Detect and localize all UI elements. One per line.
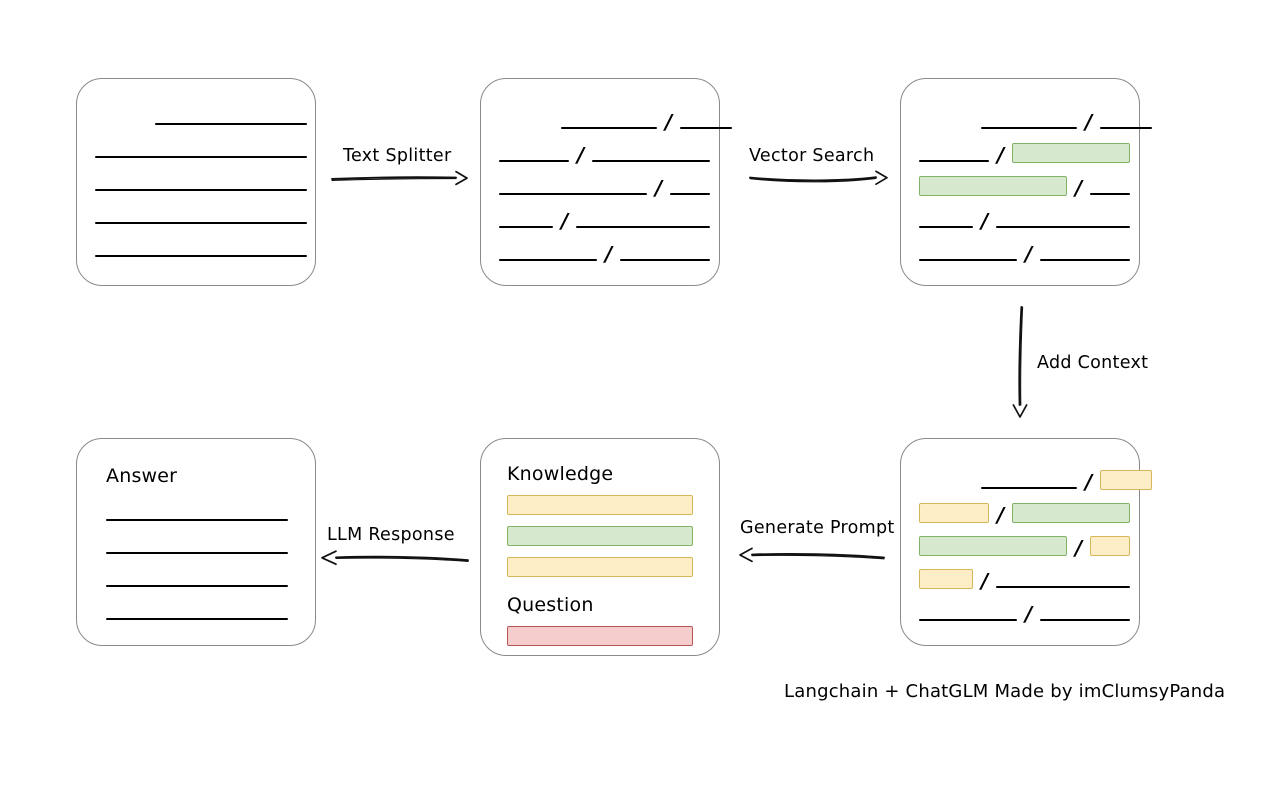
text-rule: [95, 189, 307, 192]
footer-credit: Langchain + ChatGLM Made by imClumsyPand…: [784, 681, 1226, 702]
highlight-chip-green[interactable]: [1012, 503, 1130, 523]
text-rule: [499, 259, 597, 262]
text-rule: [620, 259, 710, 262]
node-context-added-chunks[interactable]: / / / / /: [900, 438, 1152, 646]
chunk-separator-slash: /: [1075, 536, 1083, 560]
text-rule: [1100, 127, 1152, 130]
edge-label-add-context: Add Context: [1037, 353, 1149, 373]
text-rule: [106, 519, 288, 522]
edge-label-llm-response: LLM Response: [327, 525, 455, 545]
text-rule: [1040, 619, 1130, 622]
node-answer[interactable]: Answer: [76, 438, 316, 646]
chunk-separator-slash: /: [1085, 110, 1093, 134]
prompt-bar-yellow[interactable]: [507, 495, 693, 515]
chunk-separator-slash: /: [1025, 602, 1033, 626]
highlight-chip-yellow[interactable]: [919, 569, 973, 589]
text-rule: [106, 618, 288, 621]
text-rule: [1040, 259, 1130, 262]
prompt-bar-red[interactable]: [507, 626, 693, 646]
chunk-separator-slash: /: [665, 110, 673, 134]
arrow-add-context: [1012, 306, 1028, 418]
text-rule: [670, 193, 710, 196]
text-rule: [106, 585, 288, 588]
text-rule: [499, 193, 647, 196]
arrow-text-splitter: [331, 170, 468, 186]
text-rule: [981, 487, 1077, 490]
chunk-separator-slash: /: [1085, 470, 1093, 494]
chunk-separator-slash: /: [981, 569, 989, 593]
text-rule: [919, 619, 1017, 622]
chunk-separator-slash: /: [1075, 176, 1083, 200]
highlight-chip-green[interactable]: [919, 176, 1067, 196]
edge-label-text-splitter: Text Splitter: [343, 146, 452, 166]
node-source-document[interactable]: [76, 78, 316, 286]
chunk-separator-slash: /: [981, 209, 989, 233]
text-rule: [576, 226, 710, 229]
highlight-chip-yellow[interactable]: [919, 503, 989, 523]
highlight-chip-green[interactable]: [1012, 143, 1130, 163]
arrow-vector-search: [749, 170, 888, 186]
highlight-chip-yellow[interactable]: [1090, 536, 1130, 556]
text-rule: [95, 156, 307, 159]
text-rule: [680, 127, 732, 130]
prompt-bar-green[interactable]: [507, 526, 693, 546]
prompt-section-heading-question: Question: [507, 594, 594, 616]
answer-heading: Answer: [106, 465, 178, 487]
text-rule: [155, 123, 307, 126]
text-rule: [95, 222, 307, 225]
chunk-separator-slash: /: [561, 209, 569, 233]
node-split-chunks[interactable]: / / / / /: [480, 78, 732, 286]
chunk-separator-slash: /: [655, 176, 663, 200]
arrow-llm-response: [321, 550, 469, 566]
highlight-chip-yellow[interactable]: [1100, 470, 1152, 490]
text-rule: [919, 160, 989, 163]
chunk-separator-slash: /: [1025, 242, 1033, 266]
text-rule: [499, 160, 569, 163]
text-rule: [996, 586, 1130, 589]
text-rule: [981, 127, 1077, 130]
arrow-generate-prompt: [739, 547, 885, 563]
text-rule: [499, 226, 553, 229]
text-rule: [106, 552, 288, 555]
edge-label-generate-prompt: Generate Prompt: [740, 518, 895, 538]
chunk-separator-slash: /: [577, 143, 585, 167]
highlight-chip-green[interactable]: [919, 536, 1067, 556]
chunk-separator-slash: /: [997, 143, 1005, 167]
text-rule: [996, 226, 1130, 229]
text-rule: [95, 255, 307, 258]
prompt-section-heading-knowledge: Knowledge: [507, 463, 614, 485]
edge-label-vector-search: Vector Search: [749, 146, 875, 166]
prompt-bar-yellow[interactable]: [507, 557, 693, 577]
text-rule: [919, 259, 1017, 262]
node-vector-matched-chunks[interactable]: / / / / /: [900, 78, 1152, 286]
text-rule: [592, 160, 710, 163]
chunk-separator-slash: /: [605, 242, 613, 266]
text-rule: [919, 226, 973, 229]
text-rule: [1090, 193, 1130, 196]
chunk-separator-slash: /: [997, 503, 1005, 527]
text-rule: [561, 127, 657, 130]
